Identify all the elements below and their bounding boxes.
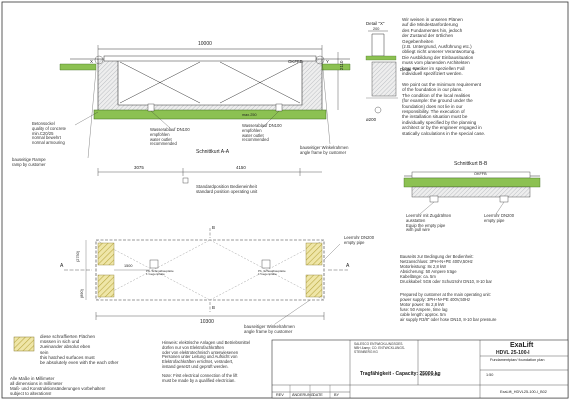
plan-view-drawing [64,168,348,325]
company-info: SALESCO ENTWICKLUNGSGES. NBH &amp; CO. E… [354,342,406,354]
empty-pipe-b-label: Leerrohr DN200 empty pipe [484,213,515,223]
rev-header: REV [276,393,284,397]
electrical-requirements-english: Prepared by customer at the main operati… [400,292,497,322]
dim-total-length: 10000 [198,41,212,47]
by-header: BY [334,393,340,397]
detail-x-title: Detail "X" [366,21,385,26]
dim-o200: ø200 [366,117,377,122]
dim-4150: 4150 [236,165,246,170]
water-outlet-right: Wasserablauf DN100 empfohlen water outle… [242,123,282,143]
brand-name: ExaLift [510,342,534,349]
pit-concrete-label: Betonsockel quality of concrete min.C20/… [32,121,66,146]
standard-position-label: Standardposition Bedieneinheit standard … [196,184,258,194]
dimensions-note: Alle Maße in Millimeter all dimensions i… [10,376,106,396]
section-aa-title: Schnittkurt A-A [196,149,230,155]
electrical-requirements-german: Bauseits zur Bedingung der Bedienheit: N… [400,254,492,284]
dim-3075: 3075 [134,165,144,170]
section-marker-a-right: A [346,263,350,269]
ramp-label: bauseitige Rampe ramp by customer [12,157,46,167]
section-marker-a-left: A [60,263,64,269]
dim-2750: (2750) [76,251,80,262]
water-outlet-left: Wasserablauf DN100 empfohlen water outle… [150,127,190,147]
section-aa-drawing [59,45,351,129]
dim-height: 2110 [339,60,344,70]
dim-200: 200 [373,27,380,31]
foundation-note-german: Wir weisen in unseren Plänen auf die Min… [402,17,476,77]
title-block-frame [271,339,569,399]
drawing-date: 15.01.2020 [420,373,440,377]
section-bb-drawing [403,171,541,215]
dim-890: (890) [80,289,84,298]
legend-hatch-swatch [13,336,35,352]
section-bb-title: Schnittkurt B-B [454,161,488,167]
plate-text-right: Pb. Schmalbauplatte 1 Gegenplatte [258,269,286,277]
dim-1500: 1500 [124,264,133,268]
dim-max250: max.250 [242,113,257,117]
marker-y-top: Y [326,59,329,64]
electrical-note-english: Note: First electrical connection of the… [162,373,238,383]
detail-drawing [365,30,398,114]
drawing-scale: 1:50 [486,373,494,377]
drawing-number: ExaLift_HDVL25-100-I_B02 [500,390,547,394]
empty-pipe-label: Leerrohr DN200 empty pipe [344,235,375,245]
angle-frame-top-label: bauseitiger Winkelrahmen angle frame by … [300,145,349,155]
dim-10300: 10300 [200,319,214,325]
foundation-note-english: We point out the minimum requirement of … [402,82,486,136]
date-header: DATE [313,393,323,397]
electrical-hint-german: Hinweis: elektrische Anlagen und Betrieb… [162,340,250,369]
okffb-label-b: OKFFB [474,172,487,176]
capacity-label: Tragfähigkeit - Capacity: 25000 kg [360,371,441,377]
marker-x-top: X [90,59,93,64]
empty-pipe-pull-wire: Leerrohr mit Zugdrähten ausstatten Equip… [406,213,452,233]
plan-subtitle: Fundamentplan/ foundation plan [490,358,545,362]
section-marker-b-top: B [212,225,215,230]
detail-y-title: Detail "Y" [400,67,419,72]
change-header: ÄNDERUNG [292,393,314,397]
okffb-label: OKFFB [288,59,303,64]
model-name: HDVL 25-100-I [496,350,530,356]
hatched-surfaces-note: diese schraffierten Flächen müssen in si… [40,334,119,366]
plate-text-left: Pb. Schmalbauplatte 1 Gegenplatte [146,269,174,277]
section-marker-b-bottom: B [212,305,215,310]
angle-frame-bottom-label: bauseitiger Winkelrahmen angle frame by … [244,324,295,334]
